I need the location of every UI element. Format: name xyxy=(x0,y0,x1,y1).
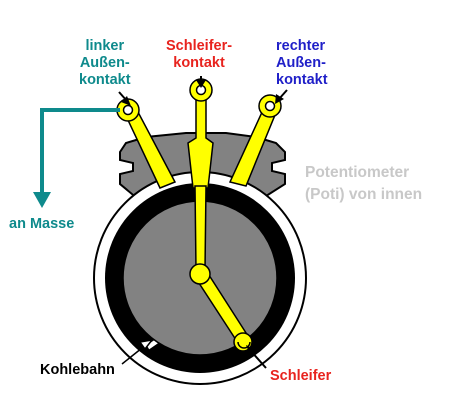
track-arrow xyxy=(121,343,148,365)
ground-wire xyxy=(40,108,120,194)
label-line: kontakt xyxy=(276,72,328,88)
label-carbon-track: Kohlebahn xyxy=(40,362,115,378)
wiper-pivot xyxy=(189,263,211,285)
diagram-title: Potentiometer (Poti) von innen xyxy=(305,162,422,206)
center-contact-arrowhead xyxy=(196,80,206,88)
right-lug-hole xyxy=(264,100,276,112)
title-line: (Poti) von innen xyxy=(305,186,423,203)
label-ground: an Masse xyxy=(9,216,75,232)
left-contact-arrowhead xyxy=(121,96,131,106)
track-arrowhead xyxy=(138,338,154,351)
wiper-arrow xyxy=(249,349,267,369)
label-wiper-contact: Schleifer- kontakt xyxy=(166,38,232,72)
left-lug-hole xyxy=(122,104,134,116)
wiper-arrowhead xyxy=(246,345,256,355)
wiper-shaft xyxy=(194,185,207,271)
label-line: kontakt xyxy=(79,72,131,88)
label-wiper: Schleifer xyxy=(270,368,332,384)
right-contact-arrowhead xyxy=(275,94,284,104)
label-line: rechter xyxy=(276,38,326,54)
label-line: Außen- xyxy=(79,55,130,71)
wiper-tip-cup xyxy=(237,341,251,349)
title-line: Potentiometer xyxy=(305,164,410,181)
label-line: kontakt xyxy=(173,55,225,71)
label-right-outer-contact: rechter Außen- kontakt xyxy=(276,38,328,89)
label-left-outer-contact: linker Außen- kontakt xyxy=(79,38,131,89)
label-line: Schleifer- xyxy=(166,38,233,54)
center-tab xyxy=(187,95,214,189)
label-line: Außen- xyxy=(276,55,326,71)
ground-arrowhead xyxy=(33,192,51,208)
label-line: linker xyxy=(85,38,125,54)
